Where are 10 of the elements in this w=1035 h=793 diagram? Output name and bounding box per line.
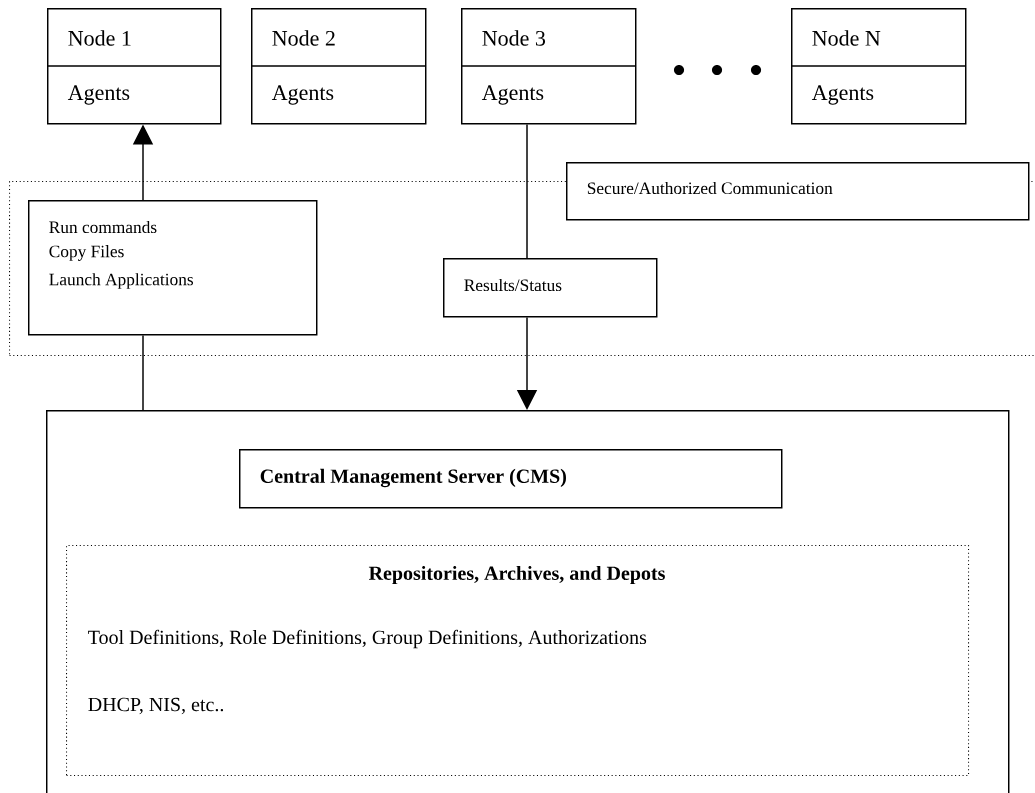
- command-box: Run commands Copy Files Launch Applications: [28, 200, 318, 336]
- node-box: Node N Agents: [790, 8, 967, 125]
- node-box: Node 2 Agents: [250, 8, 427, 125]
- node-box: Node 1 Agents: [46, 8, 222, 125]
- status-box: Results/Status: [443, 258, 658, 318]
- node-box: Node 3 Agents: [460, 8, 637, 125]
- repository-box: Repositories, Archives, and Depots Tool Definitions, Role Definitions, Group Definitions, Authorizations DHCP, NIS, etc..: [66, 545, 970, 777]
- server-box: [46, 410, 1010, 793]
- label-box: Secure/Authorized Communication: [566, 162, 1030, 221]
- title-box: Central Management Server (CMS): [239, 449, 783, 509]
